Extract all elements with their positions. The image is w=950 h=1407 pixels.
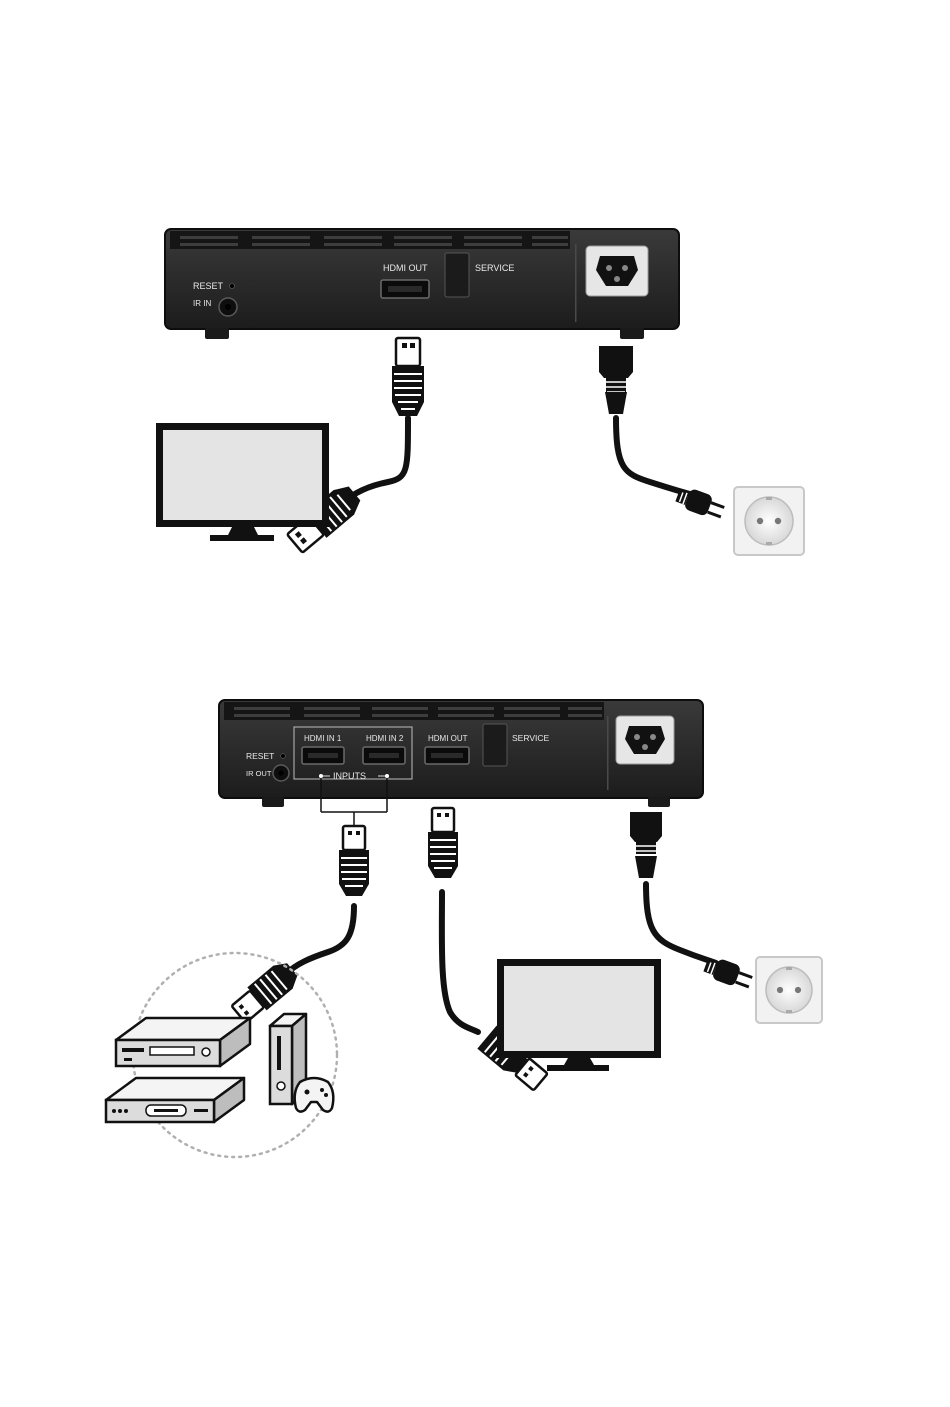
reset-button [230,284,235,289]
reset-button [281,754,286,759]
tv-icon [156,423,329,541]
diagram-bottom: RESET IR OUT HDMI IN 1 HDMI IN 2 INPUTS … [106,700,822,1157]
power-cable-top [599,346,727,522]
wall-socket-icon [756,957,822,1023]
gamepad-icon [295,1078,334,1112]
wall-socket-icon [734,487,804,555]
diagram-top: RESET IR IN HDMI OUT SERVICE [156,229,804,556]
hdmi-plug-icon [392,338,424,416]
hdmi-in-1-label: HDMI IN 1 [304,734,342,743]
ir-out-label: IR OUT [246,769,272,778]
service-cover [445,253,469,297]
power-inlet [616,716,674,764]
power-plug-icon [630,812,662,878]
reset-label: RESET [246,751,274,761]
hdmi-out-label: HDMI OUT [383,263,428,273]
tv-icon [497,959,661,1071]
power-plug-icon [599,346,633,414]
power-inlet [586,246,648,296]
hdmi-plug-icon [339,826,369,896]
reset-label: RESET [193,281,224,291]
service-label: SERVICE [475,263,514,273]
service-cover [483,724,507,766]
hdmi-out-label: HDMI OUT [428,734,468,743]
set-top-box-icon [106,1078,244,1122]
dvd-player-icon [116,1018,250,1066]
hdmi-plug-icon [428,808,458,878]
hdmi-cable-sources [229,826,369,1026]
ir-in-label: IR IN [193,299,211,308]
source-devices-group [106,953,337,1157]
inputs-label: INPUTS [333,771,366,781]
device-bottom: RESET IR OUT HDMI IN 1 HDMI IN 2 INPUTS … [219,700,703,807]
hdmi-in-2-label: HDMI IN 2 [366,734,404,743]
service-label: SERVICE [512,733,549,743]
device-top: RESET IR IN HDMI OUT SERVICE [165,229,679,339]
